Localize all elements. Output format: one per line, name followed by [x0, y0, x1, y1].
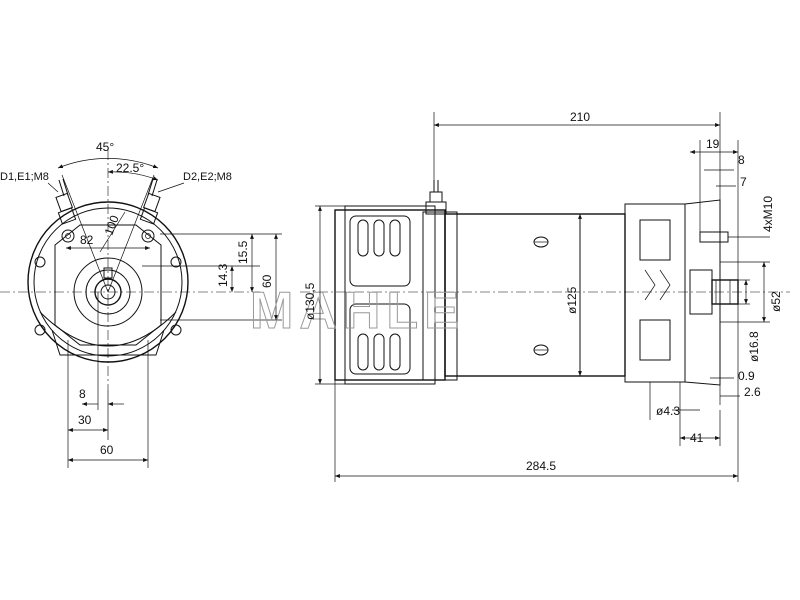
vent-slot-3 — [389, 219, 401, 257]
bolt-right-lower — [170, 324, 182, 336]
vent-window-top — [349, 215, 411, 287]
dim-14-3: 14.3 — [216, 263, 230, 287]
dim-82: 82 — [80, 233, 94, 247]
watermark-logo: MAHLE — [250, 282, 465, 340]
dim-60-horiz: 60 — [100, 443, 114, 457]
vent-slot-1 — [357, 219, 369, 257]
vent-window-bottom — [349, 303, 411, 375]
rivet-bottom — [533, 344, 549, 356]
dim-100: 100 — [102, 213, 122, 237]
dim-19: 19 — [706, 137, 720, 151]
front-view: 45° 22.5° D1,E1;M8 D2,E2;M8 82 100 15.5 … — [0, 140, 282, 468]
terminal-right — [139, 178, 161, 225]
mounting-flange — [54, 224, 162, 346]
terminal-right-leader — [157, 182, 185, 193]
terminal-left — [55, 178, 77, 225]
dim-dia-4-3: ø4.3 — [656, 404, 680, 418]
dim-41: 41 — [690, 431, 704, 445]
dim-dia-52: ø52 — [769, 291, 783, 312]
terminal-right-label: D2,E2;M8 — [183, 171, 232, 183]
dim-60-vert: 60 — [260, 274, 274, 288]
dim-7: 7 — [740, 175, 747, 189]
bolt-left-upper — [34, 256, 46, 268]
dim-dia-125: ø125 — [565, 286, 579, 314]
drive-internal-detail — [644, 269, 671, 301]
dim-0-9: 0.9 — [738, 369, 755, 383]
screw-top-left-center — [65, 233, 71, 239]
screw-top-right — [141, 229, 155, 243]
shaft-key — [103, 267, 113, 279]
motor-body — [444, 213, 626, 377]
dim-thread: 4xM10 — [761, 196, 775, 232]
hub-middle — [85, 269, 131, 315]
housing-inner-circle — [33, 207, 183, 357]
drive-flange — [684, 199, 721, 386]
vent-slot-6 — [389, 333, 401, 371]
dim-8-front: 8 — [79, 387, 86, 401]
housing-outer-circle — [27, 201, 189, 363]
drive-end-housing — [624, 203, 686, 383]
bolt-left-lower — [34, 324, 46, 336]
side-view: MAHLE 210 19 8 7 4xM10 ø130,5 ø125 ø52 — [250, 110, 790, 482]
dim-dia-130-5: ø130,5 — [303, 282, 317, 320]
dim-dia-16-8: ø16.8 — [747, 331, 761, 362]
vent-slot-4 — [357, 333, 369, 371]
vent-slot-2 — [373, 219, 385, 257]
shaft — [94, 278, 122, 306]
clamp-band — [422, 211, 458, 381]
dim-angle-45: 45° — [96, 140, 114, 154]
shaft-bore — [100, 284, 116, 300]
top-terminal — [425, 180, 447, 215]
angle-22-5-arc — [107, 169, 159, 181]
housing-foot — [51, 329, 165, 356]
screw-top-left — [61, 229, 75, 243]
vent-slot-5 — [373, 333, 385, 371]
dim-30: 30 — [78, 413, 92, 427]
mounting-stud — [699, 231, 729, 243]
terminal-angle-line-right — [107, 174, 155, 293]
end-cap-rim — [344, 205, 436, 385]
screw-top-right-center — [145, 233, 151, 239]
terminal-left-leader — [47, 182, 59, 193]
bolt-right-upper — [170, 256, 182, 268]
dim-15-5: 15.5 — [236, 240, 250, 264]
rivet-top — [533, 236, 549, 248]
output-shaft — [711, 279, 739, 305]
dim-angle-22-5: 22.5° — [116, 161, 144, 175]
hub-outer — [73, 257, 143, 327]
dim-8-side: 8 — [738, 153, 745, 167]
dim-284-5: 284.5 — [526, 459, 556, 473]
drive-window-bottom — [639, 319, 671, 361]
dim-2-6: 2.6 — [744, 385, 761, 399]
dim-210: 210 — [570, 110, 590, 124]
drive-window-top — [639, 219, 671, 261]
dim-100-line — [99, 211, 126, 253]
angle-45-arc — [57, 158, 159, 169]
terminal-angle-line-left — [61, 174, 109, 293]
terminal-left-label: D1,E1;M8 — [0, 171, 49, 183]
